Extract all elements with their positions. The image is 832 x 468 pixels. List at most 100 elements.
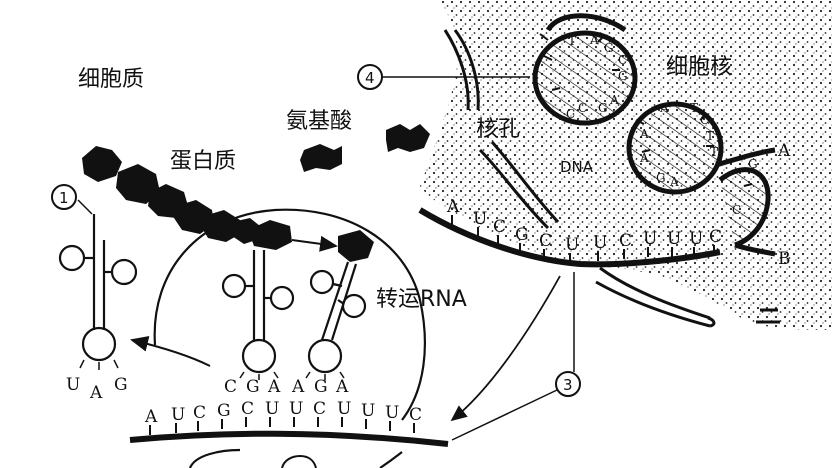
cytoplasm-mrna-strand (129, 430, 449, 447)
amino-acid-unit (82, 146, 122, 182)
trna-bound-second (307, 261, 367, 374)
marker-1: 1 (51, 184, 93, 215)
anticodon-base: G (114, 375, 128, 395)
peptide-bond-arrow (291, 235, 338, 252)
label-dna: DNA (560, 158, 594, 176)
dna-base: T (568, 34, 576, 48)
amino-acid-unit (116, 164, 160, 204)
dna-loop-lower (718, 167, 771, 248)
dna-base: T (690, 101, 698, 115)
anticodon-base: A (89, 383, 103, 403)
dna-base: C (578, 101, 587, 115)
mrna-base: G (217, 401, 231, 421)
mrna-base: U (689, 229, 703, 249)
mrna-base: U (337, 399, 351, 419)
dna-base: A (589, 33, 599, 47)
dna-base: A (609, 93, 619, 107)
dna-base: C (618, 53, 627, 67)
nuclear-mrna-strand (418, 207, 721, 268)
dna-base: G (656, 171, 666, 185)
nucleus-region (420, 0, 832, 330)
label-strand-b: B (778, 249, 791, 269)
nuclear-envelope-mid (478, 148, 550, 230)
dna-base: G (748, 157, 758, 171)
nuclear-envelope-bottom (599, 266, 711, 320)
mrna-export-arrow (450, 275, 561, 422)
dna-loop-middle (626, 101, 724, 195)
marker-partial (281, 454, 317, 468)
mrna-base: G (515, 225, 529, 245)
label-nucleus: 细胞核 (666, 55, 732, 80)
mrna-base: A (144, 407, 158, 427)
trna-released (58, 214, 138, 362)
ribosome-large-subunit (153, 208, 426, 421)
dna-strand-a (715, 147, 776, 168)
dna-base: C (700, 113, 709, 127)
label-trna: 转运RNA (376, 287, 467, 312)
mrna-base: U (361, 401, 375, 421)
mrna-base: U (171, 405, 185, 425)
marker-3: 3 (450, 272, 581, 441)
label-cytoplasm: 细胞质 (78, 67, 144, 92)
trna-bound-first (221, 250, 295, 374)
label-strand-a: A (777, 141, 791, 161)
mrna-base: U (667, 229, 681, 249)
mrna-base: U (385, 403, 399, 423)
polypeptide-chain (82, 146, 292, 250)
mrna-base: C (313, 399, 326, 419)
marker-4-number: 4 (365, 69, 375, 87)
marker-1-number: 1 (59, 189, 69, 207)
amino-acid-unit (248, 220, 292, 250)
ribosome-small-subunit (188, 448, 241, 468)
mrna-base: U (643, 229, 657, 249)
free-amino-acid (300, 144, 342, 172)
anticodon-base: U (66, 375, 80, 395)
mrna-base: U (473, 209, 487, 229)
dna-helix: T A G C G C C G A A T C T T A A G A G C (532, 13, 776, 257)
mrna-base: C (241, 399, 254, 419)
anticodon-base: A (291, 377, 305, 397)
mrna-base: C (409, 405, 422, 425)
dna-base: G (598, 101, 608, 115)
marker-3-number: 3 (563, 376, 573, 394)
incoming-amino-acid (338, 230, 374, 262)
mrna-base: U (289, 399, 303, 419)
anticodon-base: A (335, 377, 349, 397)
mrna-base: A (446, 197, 460, 217)
mrna-base: U (565, 235, 579, 255)
label-amino-acid: 氨基酸 (286, 109, 352, 134)
mrna-base: U (593, 233, 607, 253)
dna-strand-b (734, 242, 776, 257)
mrna-base: C (619, 231, 632, 251)
dna-base: C (732, 203, 741, 217)
dna-loop-upper (532, 30, 638, 126)
trna-exit-arrow (130, 335, 211, 367)
amino-acid-unit (202, 210, 240, 242)
anticodon-base: G (314, 377, 328, 397)
mrna-base: C (539, 231, 552, 251)
dna-base: T (706, 129, 714, 143)
dna-base: A (639, 127, 649, 141)
label-nuclear-pore: 核孔 (476, 117, 520, 142)
dna-base: C (566, 107, 575, 121)
nuclear-envelope-top (443, 29, 470, 111)
mrna-base: C (493, 217, 506, 237)
dna-base: A (639, 151, 649, 165)
mrna-base: U (265, 399, 279, 419)
marker-4: 4 (357, 64, 530, 90)
free-amino-acid (386, 124, 430, 152)
dna-base: G (604, 41, 614, 55)
dna-base: T (710, 145, 718, 159)
nucleoplasm-dots (420, 0, 832, 330)
anticodon-base: A (267, 377, 281, 397)
anticodon-base: C (224, 377, 237, 397)
dna-base: G (618, 69, 628, 83)
mrna-base: C (709, 227, 722, 247)
label-protein: 蛋白质 (170, 149, 236, 174)
dna-base: A (669, 175, 679, 189)
nuclear-envelope-fragment (756, 308, 780, 324)
